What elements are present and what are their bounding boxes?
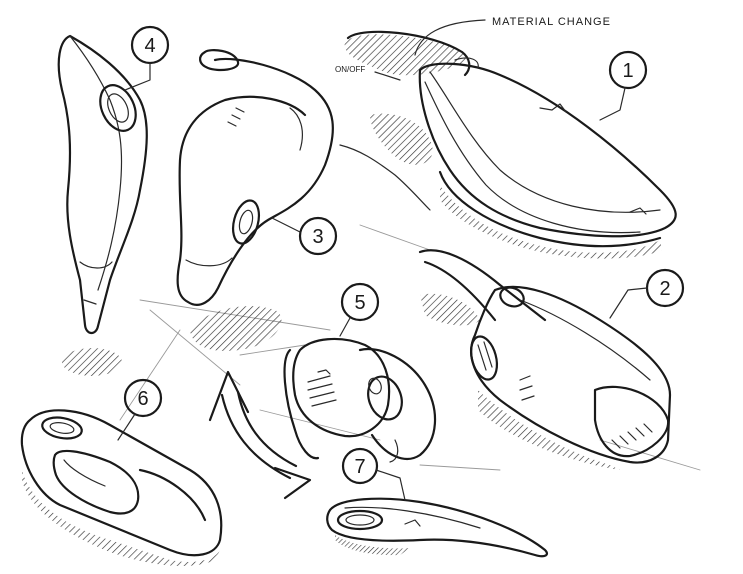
svg-text:1: 1 [622,60,633,82]
callout-2: 2 [609,268,685,319]
concept-1-sketch [344,30,677,259]
svg-text:4: 4 [144,35,155,57]
material-change-note: MATERIAL CHANGE [414,16,611,56]
callout-5: 5 [339,282,380,337]
concept-2-sketch [418,249,672,470]
svg-text:6: 6 [137,388,148,410]
callout-4: 4 [124,25,170,91]
concept-6-sketch [20,409,223,567]
svg-text:7: 7 [354,456,365,478]
concept-5-sketch [283,337,437,463]
callout-7: 7 [341,447,406,501]
concept-3-sketch [176,49,431,351]
concept-4-sketch [57,34,148,376]
svg-text:MATERIAL CHANGE: MATERIAL CHANGE [492,16,611,28]
svg-text:3: 3 [312,226,323,248]
svg-text:5: 5 [354,292,365,314]
svg-text:2: 2 [659,278,670,300]
svg-text:ON/OFF: ON/OFF [335,65,365,74]
rotation-arrow [208,370,312,500]
callout-3: 3 [271,216,338,256]
callout-6: 6 [117,378,163,441]
on-off-note: ON/OFF [335,65,401,81]
concept-7-sketch [326,497,549,558]
callout-1: 1 [599,50,648,121]
